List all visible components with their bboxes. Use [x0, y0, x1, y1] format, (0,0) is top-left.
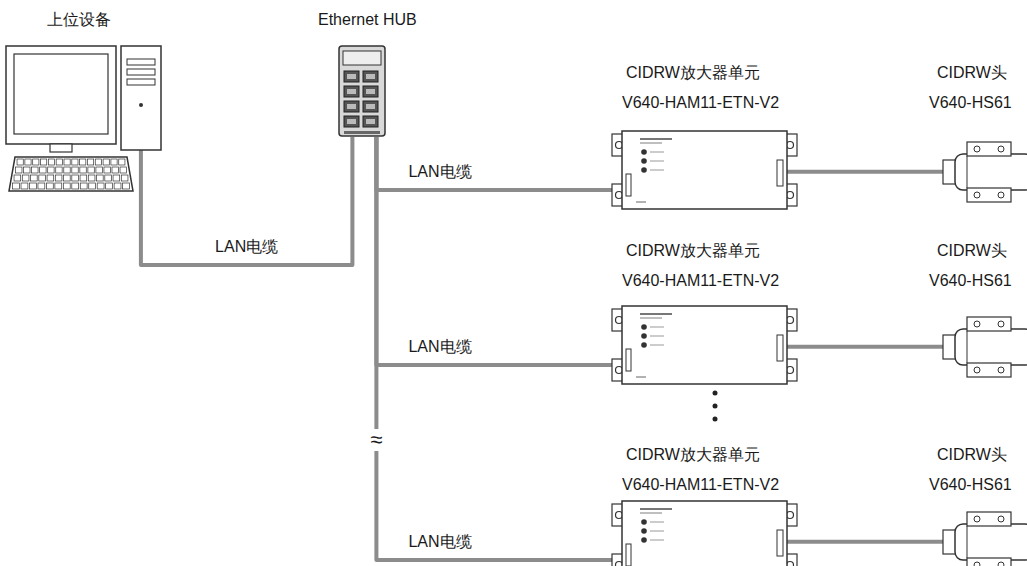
amplifier-unit-outline	[612, 305, 797, 385]
amplifier-unit: CIDRW放大器单元V640-HAM11-ETN-V2	[622, 440, 797, 566]
lan-cable	[787, 170, 943, 174]
amplifier-unit: CIDRW放大器单元V640-HAM11-ETN-V2	[622, 236, 797, 385]
ethernet-hub-outline	[338, 45, 386, 137]
dot	[713, 404, 718, 409]
cidrw-head-outline	[943, 315, 1027, 380]
device-name: CIDRW放大器单元	[626, 440, 760, 470]
model-number: V640-HAM11-ETN-V2	[622, 266, 779, 296]
break-mark: ≈	[369, 429, 383, 451]
host-computer-outline	[5, 45, 185, 195]
amplifier-unit-outline	[612, 500, 797, 566]
lan-cable	[787, 345, 943, 349]
lan-cable	[376, 137, 622, 365]
device-name: CIDRW放大器单元	[626, 58, 760, 88]
cable-label: LAN电缆	[406, 532, 473, 552]
cidrw-head-outline	[943, 510, 1027, 566]
lan-cable	[141, 137, 353, 265]
host-computer-figure	[5, 45, 185, 195]
model-number: V640-HAM11-ETN-V2	[622, 88, 779, 118]
dot	[713, 391, 718, 396]
cable-label: LAN电缆	[406, 337, 473, 357]
device-name: CIDRW头	[937, 58, 1007, 88]
amplifier-unit-figure	[612, 130, 797, 210]
amplifier-unit-figure	[612, 500, 797, 566]
cidrw-head: CIDRW头V640-HS61	[929, 440, 1027, 566]
model-number: V640-HS61	[929, 470, 1012, 500]
device-name: Ethernet HUB	[318, 5, 417, 35]
host-computer: 上位设备	[5, 5, 185, 195]
lan-cable	[376, 137, 622, 560]
amplifier-unit: CIDRW放大器单元V640-HAM11-ETN-V2	[622, 58, 797, 210]
dot	[713, 417, 718, 422]
cidrw-head: CIDRW头V640-HS61	[929, 58, 1027, 205]
model-number: V640-HS61	[929, 266, 1012, 296]
ethernet-hub: Ethernet HUB	[318, 5, 417, 137]
amplifier-unit-outline	[612, 130, 797, 210]
cable-label: LAN电缆	[406, 162, 473, 182]
device-name: 上位设备	[47, 5, 111, 35]
model-number: V640-HS61	[929, 88, 1012, 118]
model-number: V640-HAM11-ETN-V2	[622, 470, 779, 500]
device-name: CIDRW头	[937, 236, 1007, 266]
cidrw-head-figure	[943, 140, 1027, 205]
cidrw-head-outline	[943, 140, 1027, 205]
amplifier-unit-figure	[612, 305, 797, 385]
device-name: CIDRW头	[937, 440, 1007, 470]
cable-label: LAN电缆	[213, 237, 280, 257]
cidrw-head-figure	[943, 315, 1027, 380]
device-name: CIDRW放大器单元	[626, 236, 760, 266]
lan-cable	[376, 137, 622, 190]
lan-cable	[787, 540, 943, 544]
cidrw-head: CIDRW头V640-HS61	[929, 236, 1027, 380]
ethernet-hub-figure	[338, 45, 386, 137]
cidrw-head-figure	[943, 510, 1027, 566]
